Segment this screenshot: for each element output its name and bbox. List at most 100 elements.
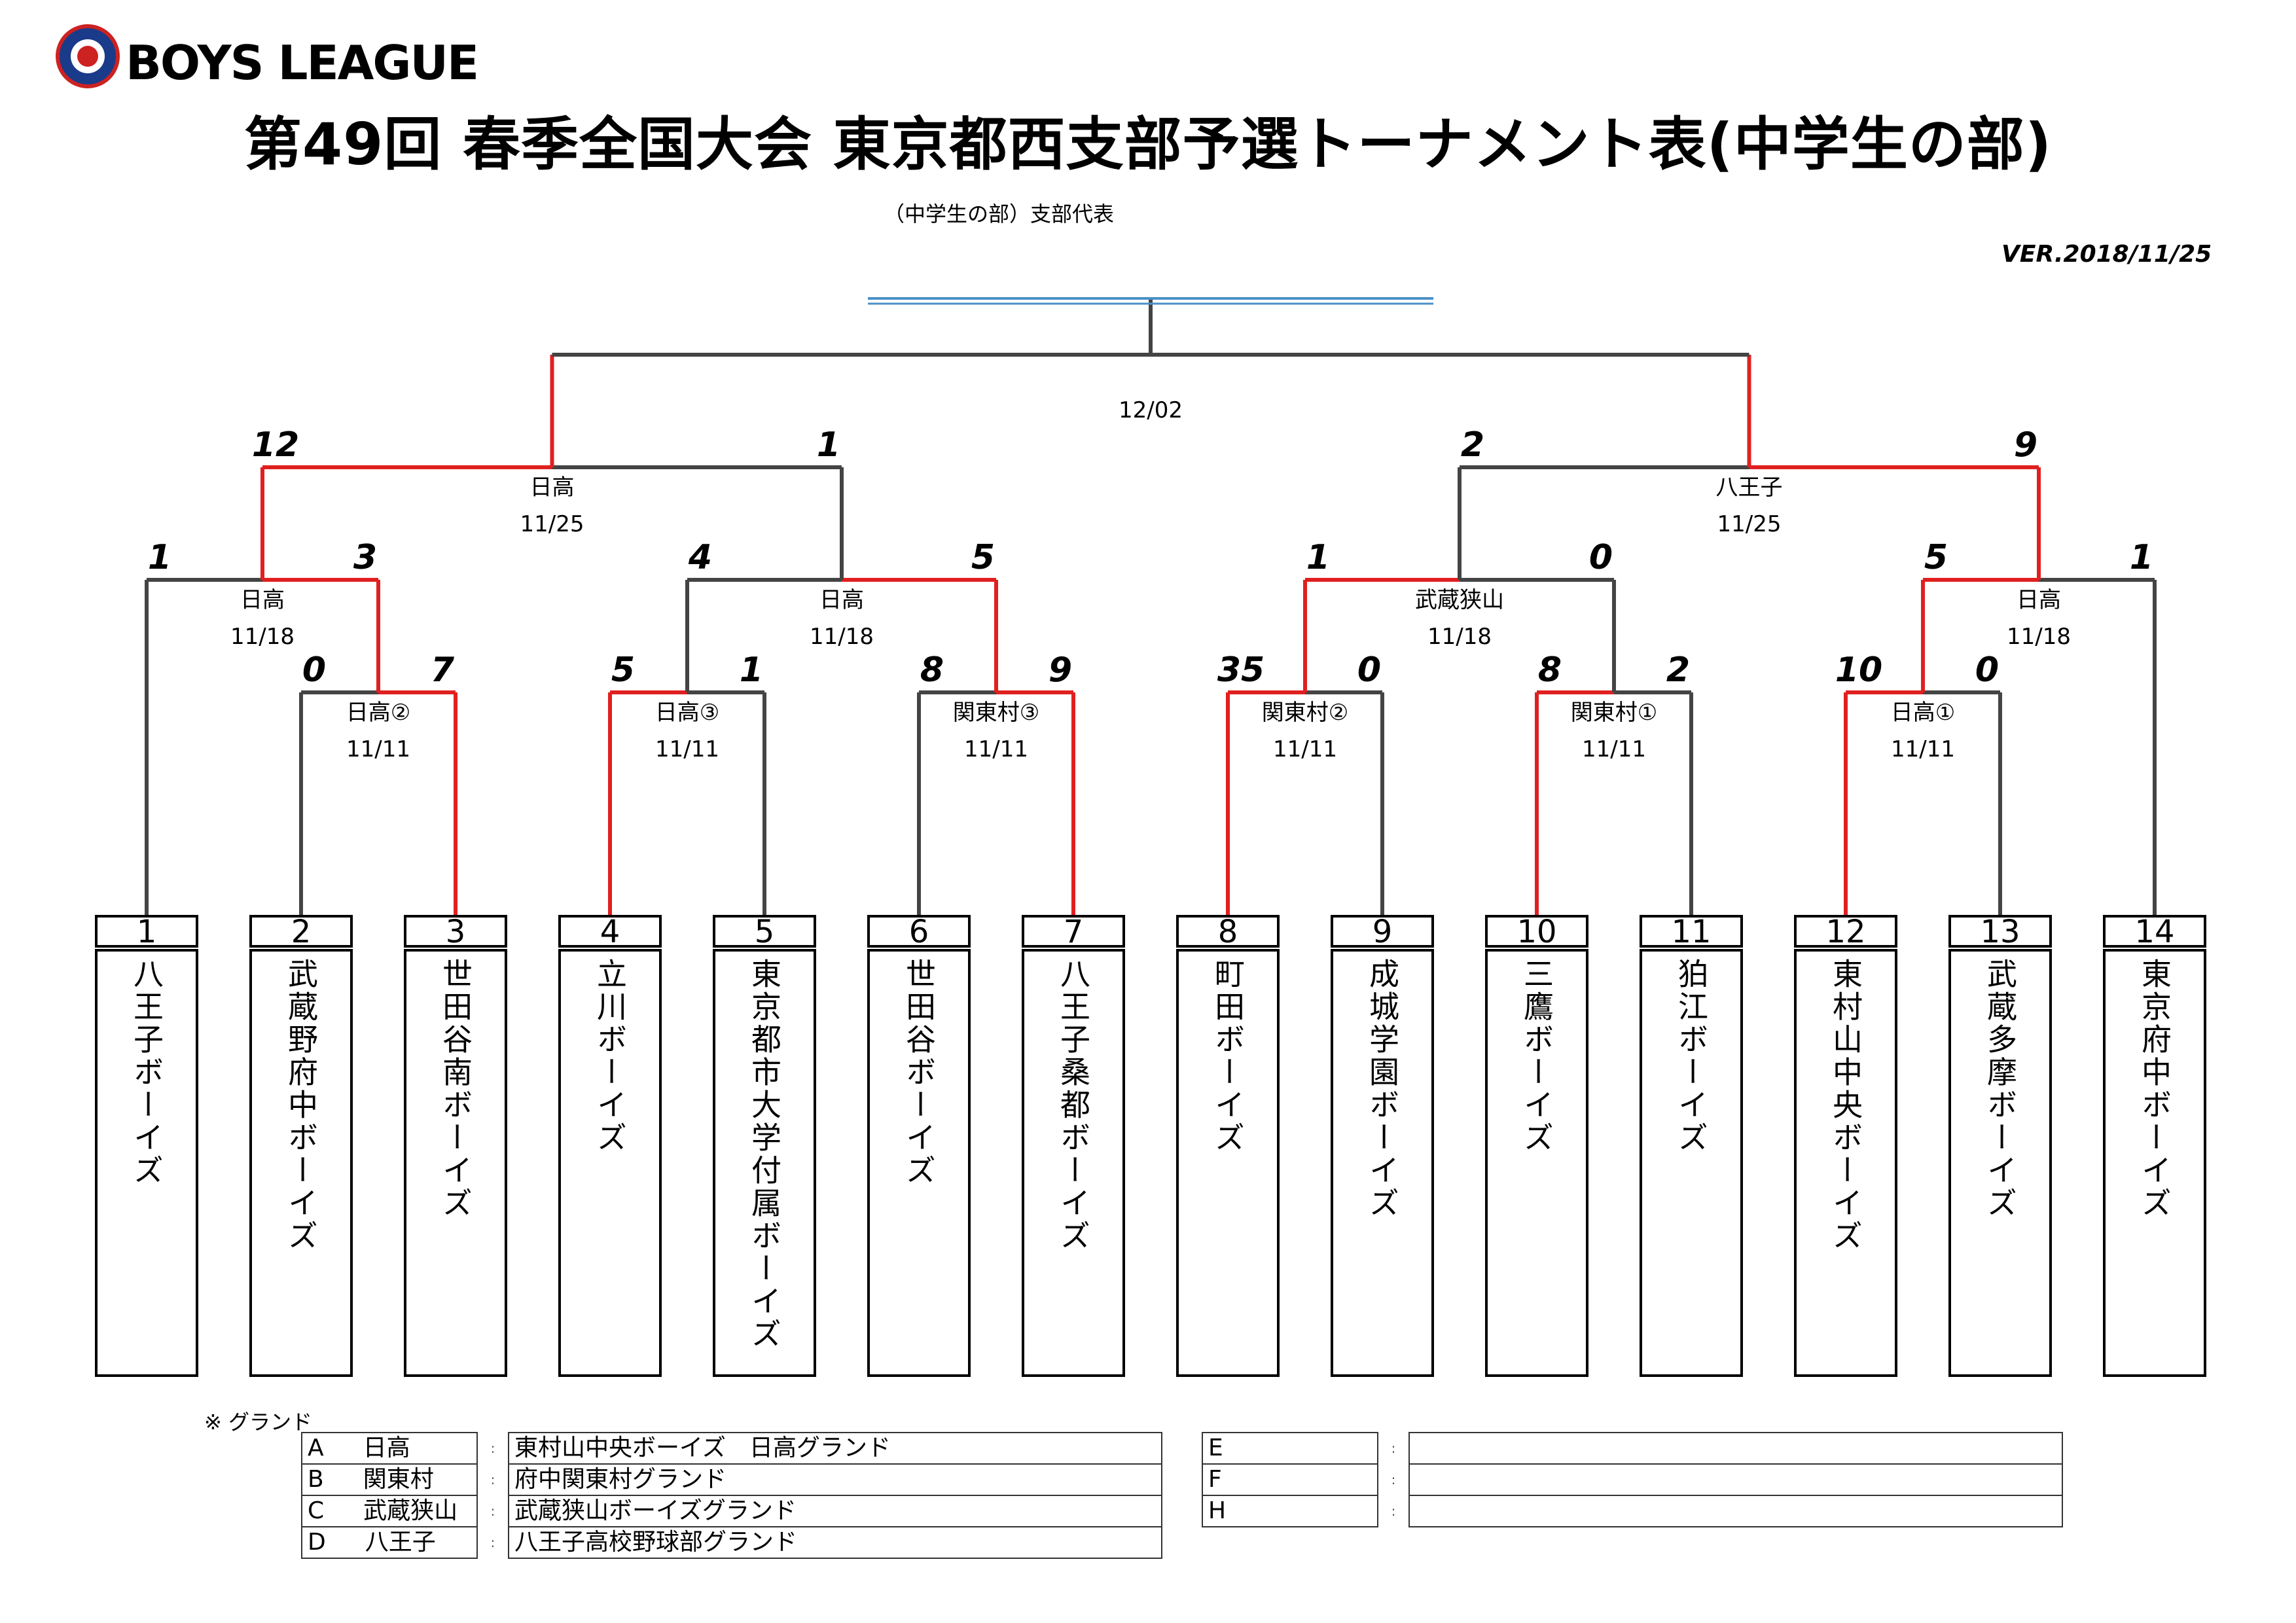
ground-place: [1408, 1463, 2063, 1496]
match-venue: 武蔵狭山: [1415, 587, 1504, 613]
subtitle: （中学生の部）支部代表: [884, 202, 1115, 226]
team-name: 八王子桑都ボーイズ: [1022, 949, 1125, 1377]
team-seed: 2: [249, 915, 353, 948]
match-venue: 日高: [529, 474, 575, 501]
team-seed: 14: [2103, 915, 2206, 948]
team-seed: 7: [1022, 915, 1125, 948]
team-name: 八王子ボーイズ: [95, 949, 198, 1377]
score-right: 9: [1048, 651, 1073, 690]
ground-row: F:: [1202, 1463, 2063, 1496]
version-label: VER.2018/11/25: [2001, 241, 2212, 268]
ground-row: H:: [1202, 1495, 2063, 1527]
score-right: 9: [2013, 425, 2038, 465]
grounds-note: ※ グランド: [204, 1410, 312, 1435]
team-seed: 8: [1176, 915, 1280, 948]
ground-code-letter: A: [308, 1435, 324, 1461]
match-venue: 関東村②: [1261, 700, 1349, 726]
page-title: 第49回 春季全国大会 東京都西支部予選トーナメント表(中学生の部): [243, 111, 2053, 178]
team-seed: 1: [95, 915, 198, 948]
match-venue: 関東村①: [1570, 700, 1658, 726]
match-date: 11/18: [1427, 624, 1492, 650]
ground-code-letter: D: [308, 1529, 326, 1556]
match-venue: 日高②: [346, 700, 411, 726]
logo-emblem: [56, 24, 120, 88]
ground-code: C 武蔵狭山: [301, 1495, 478, 1527]
score-left: 5: [1924, 538, 1948, 577]
score-right: 2: [1666, 651, 1691, 690]
score-left: 0: [302, 651, 327, 690]
score-right: 5: [971, 538, 996, 577]
team-seed: 11: [1640, 915, 1743, 948]
score-left: 12: [251, 425, 300, 465]
score-left: 35: [1217, 651, 1265, 690]
score-left: 2: [1460, 425, 1485, 465]
team-seed: 10: [1485, 915, 1588, 948]
team-seed: 6: [867, 915, 971, 948]
ground-place: [1408, 1495, 2063, 1527]
match-date: 11/18: [2007, 624, 2071, 650]
ground-short-name: 八王子: [365, 1529, 436, 1556]
score-left: 8: [1537, 651, 1562, 690]
match-date: 11/25: [1717, 511, 1782, 537]
score-right: 3: [353, 538, 378, 577]
team-name: 東京都市大学付属ボーイズ: [713, 949, 816, 1377]
team-name: 武蔵野府中ボーイズ: [249, 949, 353, 1377]
ground-code-letter: B: [308, 1466, 324, 1493]
team-seed: 4: [558, 915, 662, 948]
match-venue: 日高: [819, 587, 864, 613]
ground-code: H: [1202, 1495, 1378, 1527]
ground-separator: :: [476, 1495, 509, 1527]
team-name: 狛江ボーイズ: [1640, 949, 1743, 1377]
team-seed: 12: [1794, 915, 1897, 948]
score-left: 5: [611, 651, 636, 690]
ground-short-name: 日高: [363, 1435, 410, 1461]
ground-place: [1408, 1432, 2063, 1465]
score-left: 10: [1835, 651, 1883, 690]
match-date: 11/11: [1273, 736, 1337, 762]
ground-code: A 日高: [301, 1432, 478, 1465]
team-name: 町田ボーイズ: [1176, 949, 1280, 1377]
match-date: 11/18: [810, 624, 874, 650]
ground-row: C 武蔵狭山:武蔵狭山ボーイズグランド: [301, 1495, 1162, 1527]
match-date: 11/11: [1891, 736, 1955, 762]
match-venue: 日高: [2017, 587, 2061, 613]
team-name: 東村山中央ボーイズ: [1794, 949, 1897, 1377]
score-left: 4: [688, 538, 713, 577]
team-name: 世田谷ボーイズ: [867, 949, 971, 1377]
match-date: 11/11: [655, 736, 719, 762]
grounds-table-right: E:F:H:: [1202, 1432, 2063, 1527]
ground-separator: :: [476, 1464, 509, 1495]
team-name: 東京府中ボーイズ: [2103, 949, 2206, 1377]
score-right: 1: [739, 651, 764, 690]
ground-code: D 八王子: [301, 1526, 478, 1559]
logo-text: BOYS LEAGUE: [126, 35, 479, 90]
ground-code-letter: C: [308, 1497, 325, 1524]
ground-short-name: 武蔵狭山: [363, 1497, 458, 1524]
team-seed: 3: [404, 915, 507, 948]
ground-code: E: [1202, 1432, 1378, 1465]
ground-row: E:: [1202, 1432, 2063, 1465]
match-venue: 八王子: [1715, 474, 1783, 501]
score-right: 7: [430, 651, 455, 690]
ground-place: 武蔵狭山ボーイズグランド: [508, 1495, 1162, 1527]
ground-place: 八王子高校野球部グランド: [508, 1526, 1162, 1559]
ground-separator: :: [1377, 1495, 1410, 1527]
match-venue: 日高③: [655, 700, 720, 726]
final-date: 12/02: [1119, 397, 1183, 423]
score-left: 1: [1306, 538, 1331, 577]
team-name: 武蔵多摩ボーイズ: [1948, 949, 2052, 1377]
ground-separator: :: [1377, 1433, 1410, 1464]
team-name: 立川ボーイズ: [558, 949, 662, 1377]
ground-place: 東村山中央ボーイズ 日高グランド: [508, 1432, 1162, 1465]
ground-separator: :: [476, 1433, 509, 1464]
logo: [55, 24, 2018, 89]
score-right: 0: [1357, 651, 1382, 690]
match-date: 11/11: [964, 736, 1028, 762]
ground-row: A 日高:東村山中央ボーイズ 日高グランド: [301, 1432, 1162, 1465]
score-left: 8: [920, 651, 944, 690]
team-name: 三鷹ボーイズ: [1485, 949, 1588, 1377]
